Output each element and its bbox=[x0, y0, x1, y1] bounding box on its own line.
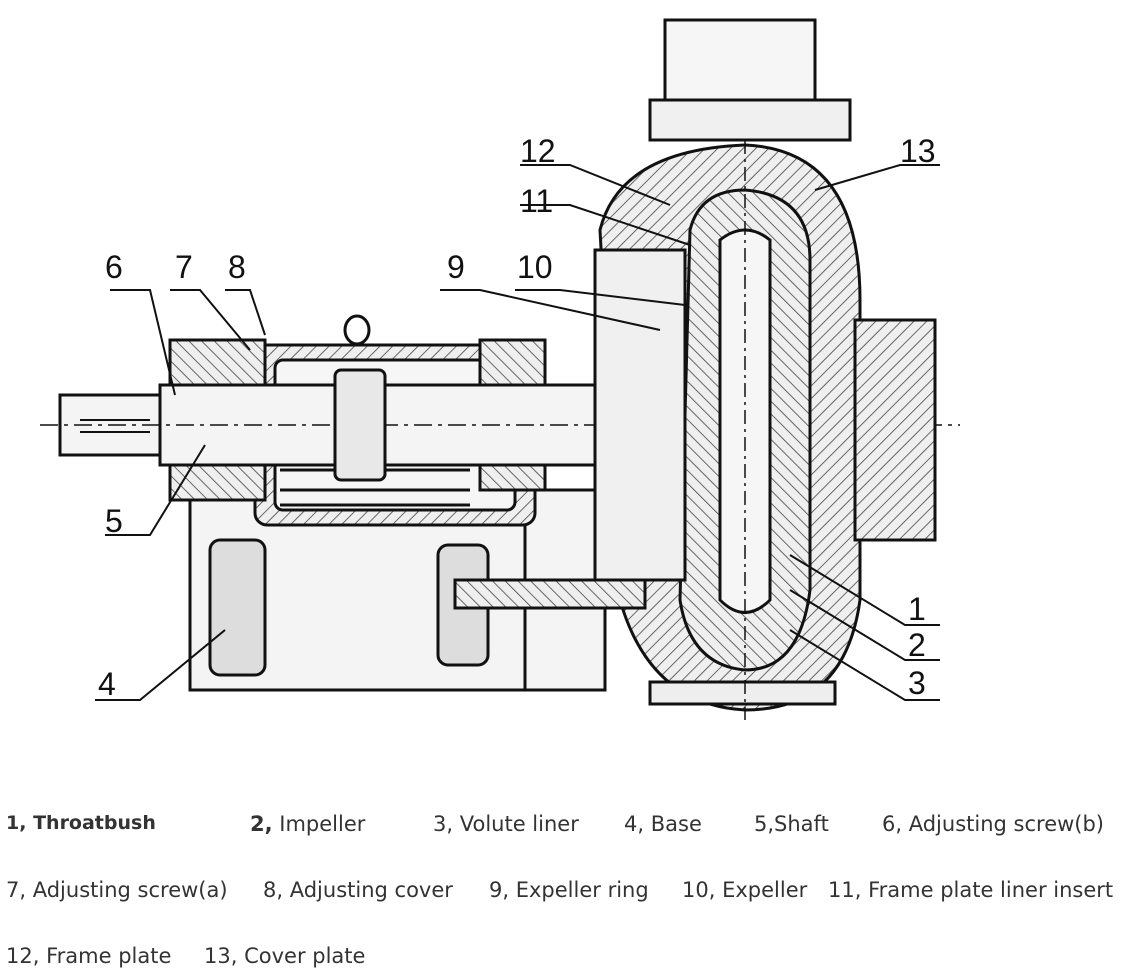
legend-item-11: 11, Frame plate liner insert bbox=[828, 878, 1114, 902]
legend-item-2: 2, Impeller bbox=[250, 812, 366, 836]
legend-item-12: 12, Frame plate bbox=[6, 944, 172, 968]
callout-10: 10 bbox=[517, 249, 553, 285]
callout-12: 12 bbox=[520, 133, 556, 169]
pump-casing bbox=[453, 18, 937, 720]
callout-8: 8 bbox=[228, 249, 246, 285]
legend-item-9: 9, Expeller ring bbox=[489, 878, 649, 902]
callout-3: 3 bbox=[908, 665, 926, 701]
legend-item-6: 6, Adjusting screw(b) bbox=[882, 812, 1104, 836]
callout-4: 4 bbox=[98, 666, 116, 702]
legend-item-7: 7, Adjusting screw(a) bbox=[6, 878, 228, 902]
callout-13: 13 bbox=[900, 133, 936, 169]
legend-item-5: 5,Shaft bbox=[754, 812, 829, 836]
callout-11: 11 bbox=[520, 183, 553, 219]
callout-6: 6 bbox=[105, 249, 123, 285]
leader-lines bbox=[95, 164, 940, 701]
callout-5: 5 bbox=[105, 503, 123, 539]
callout-numbers: 6 7 8 9 10 11 12 13 5 4 1 2 3 bbox=[98, 133, 936, 702]
legend-item-1: 1, Throatbush bbox=[6, 812, 156, 834]
callout-7: 7 bbox=[175, 249, 193, 285]
pump-cross-section-diagram: 6 7 8 9 10 11 12 13 5 4 1 2 3 bbox=[40, 18, 960, 720]
legend-item-13: 13, Cover plate bbox=[204, 944, 366, 968]
legend-item-3: 3, Volute liner bbox=[433, 812, 579, 836]
legend-item-4: 4, Base bbox=[624, 812, 702, 836]
callout-9: 9 bbox=[447, 249, 465, 285]
legend-item-8: 8, Adjusting cover bbox=[263, 878, 453, 902]
callout-1: 1 bbox=[908, 591, 926, 627]
legend-item-10: 10, Expeller bbox=[682, 878, 808, 902]
callout-2: 2 bbox=[908, 627, 926, 663]
